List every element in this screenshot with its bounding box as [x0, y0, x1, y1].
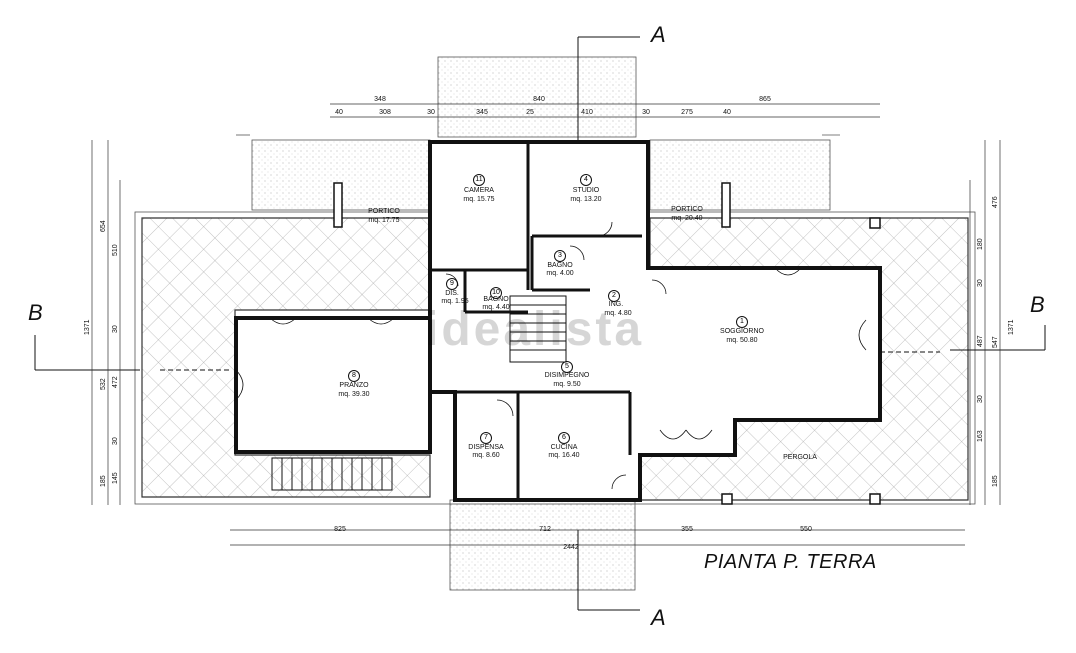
dim-label: 410 — [581, 109, 593, 116]
dim-label: 30 — [112, 437, 119, 445]
partitions — [430, 142, 642, 500]
room-number: 10 — [490, 287, 502, 299]
dim-label: 163 — [977, 430, 984, 442]
dim-label: 180 — [977, 238, 984, 250]
columns — [333, 182, 881, 505]
watermark: idealista — [425, 303, 645, 356]
dim-label: 865 — [759, 96, 771, 103]
plan-title: PIANTA P. TERRA — [704, 551, 877, 573]
room-name: DISIMPEGNO — [544, 372, 590, 379]
section-lines — [34, 36, 1046, 611]
door-swings — [235, 221, 867, 490]
section-b-left: B — [28, 300, 43, 325]
room-area: mq. 4.80 — [604, 310, 632, 317]
room-area: mq. 1.95 — [441, 298, 469, 305]
dim-label: 145 — [112, 472, 119, 484]
room-name: BAGNO — [547, 262, 573, 269]
room-name: CUCINA — [550, 444, 578, 451]
dimension-lines — [91, 103, 1001, 546]
room-name: DIS. — [445, 290, 459, 297]
room-name: PERGOLA — [783, 454, 817, 461]
dim-label: 825 — [334, 526, 346, 533]
dim-label: 275 — [681, 109, 693, 116]
room-name: DISPENSA — [468, 444, 504, 451]
room-area: mq. 8.60 — [472, 452, 500, 459]
room-name: CAMERA — [464, 187, 494, 194]
dim-label: 1371 — [1008, 319, 1015, 335]
dim-label: 30 — [977, 395, 984, 403]
dim-label: 30 — [427, 109, 435, 116]
section-a-top: A — [651, 22, 666, 47]
room-number: 1 — [736, 316, 748, 328]
dim-label: 472 — [112, 376, 119, 388]
dim-label: 712 — [539, 526, 551, 533]
dim-label: 185 — [100, 475, 107, 487]
room-number: 6 — [558, 432, 570, 444]
room-name: STUDIO — [572, 187, 600, 194]
room-name: PORTICO — [671, 206, 703, 213]
room-number: 2 — [608, 290, 620, 302]
room-area: mq. 4.40 — [482, 304, 510, 311]
dim-label: 308 — [379, 109, 391, 116]
room-area: mq. 50.80 — [726, 337, 758, 344]
dim-label: 30 — [642, 109, 650, 116]
room-area: mq. 15.75 — [463, 196, 495, 203]
dim-label: 1371 — [84, 319, 91, 335]
dim-label: 654 — [100, 220, 107, 232]
dim-label: 30 — [112, 325, 119, 333]
dim-label: 476 — [992, 196, 999, 208]
room-area: mq. 20.40 — [671, 215, 703, 222]
room-number: 4 — [580, 174, 592, 186]
room-area: mq. 16.40 — [548, 452, 580, 459]
dim-label: 345 — [476, 109, 488, 116]
room-name: BAGNO — [483, 296, 509, 303]
dim-label: 2442 — [563, 544, 579, 551]
dim-label: 510 — [112, 244, 119, 256]
room-number: 7 — [480, 432, 492, 444]
dim-label: 550 — [800, 526, 812, 533]
dim-label: 348 — [374, 96, 386, 103]
dim-label: 30 — [977, 279, 984, 287]
dim-label: 25 — [526, 109, 534, 116]
walls — [234, 140, 882, 502]
room-area: mq. 39.30 — [338, 391, 370, 398]
room-area: mq. 9.50 — [553, 381, 581, 388]
dim-label: 532 — [100, 378, 107, 390]
room-number: 9 — [446, 278, 458, 290]
room-name: SOGGIORNO — [720, 328, 764, 335]
room-number: 5 — [561, 361, 573, 373]
room-name: ING. — [608, 301, 624, 308]
dim-label: 40 — [723, 109, 731, 116]
room-area: mq. 4.00 — [546, 270, 574, 277]
section-b-right: B — [1030, 292, 1045, 317]
dim-label: 40 — [335, 109, 343, 116]
dim-label: 840 — [533, 96, 545, 103]
dim-label: 547 — [992, 336, 999, 348]
dim-label: 487 — [977, 335, 984, 347]
section-a-bottom: A — [651, 605, 666, 630]
room-area: mq. 13.20 — [570, 196, 602, 203]
stairs — [271, 295, 567, 491]
room-number: 11 — [473, 174, 485, 186]
dim-label: 185 — [992, 475, 999, 487]
room-name: PRANZO — [339, 382, 369, 389]
room-area: mq. 17.75 — [368, 217, 400, 224]
room-number: 3 — [554, 250, 566, 262]
room-number: 8 — [348, 370, 360, 382]
dim-label: 355 — [681, 526, 693, 533]
room-name: PORTICO — [368, 208, 400, 215]
